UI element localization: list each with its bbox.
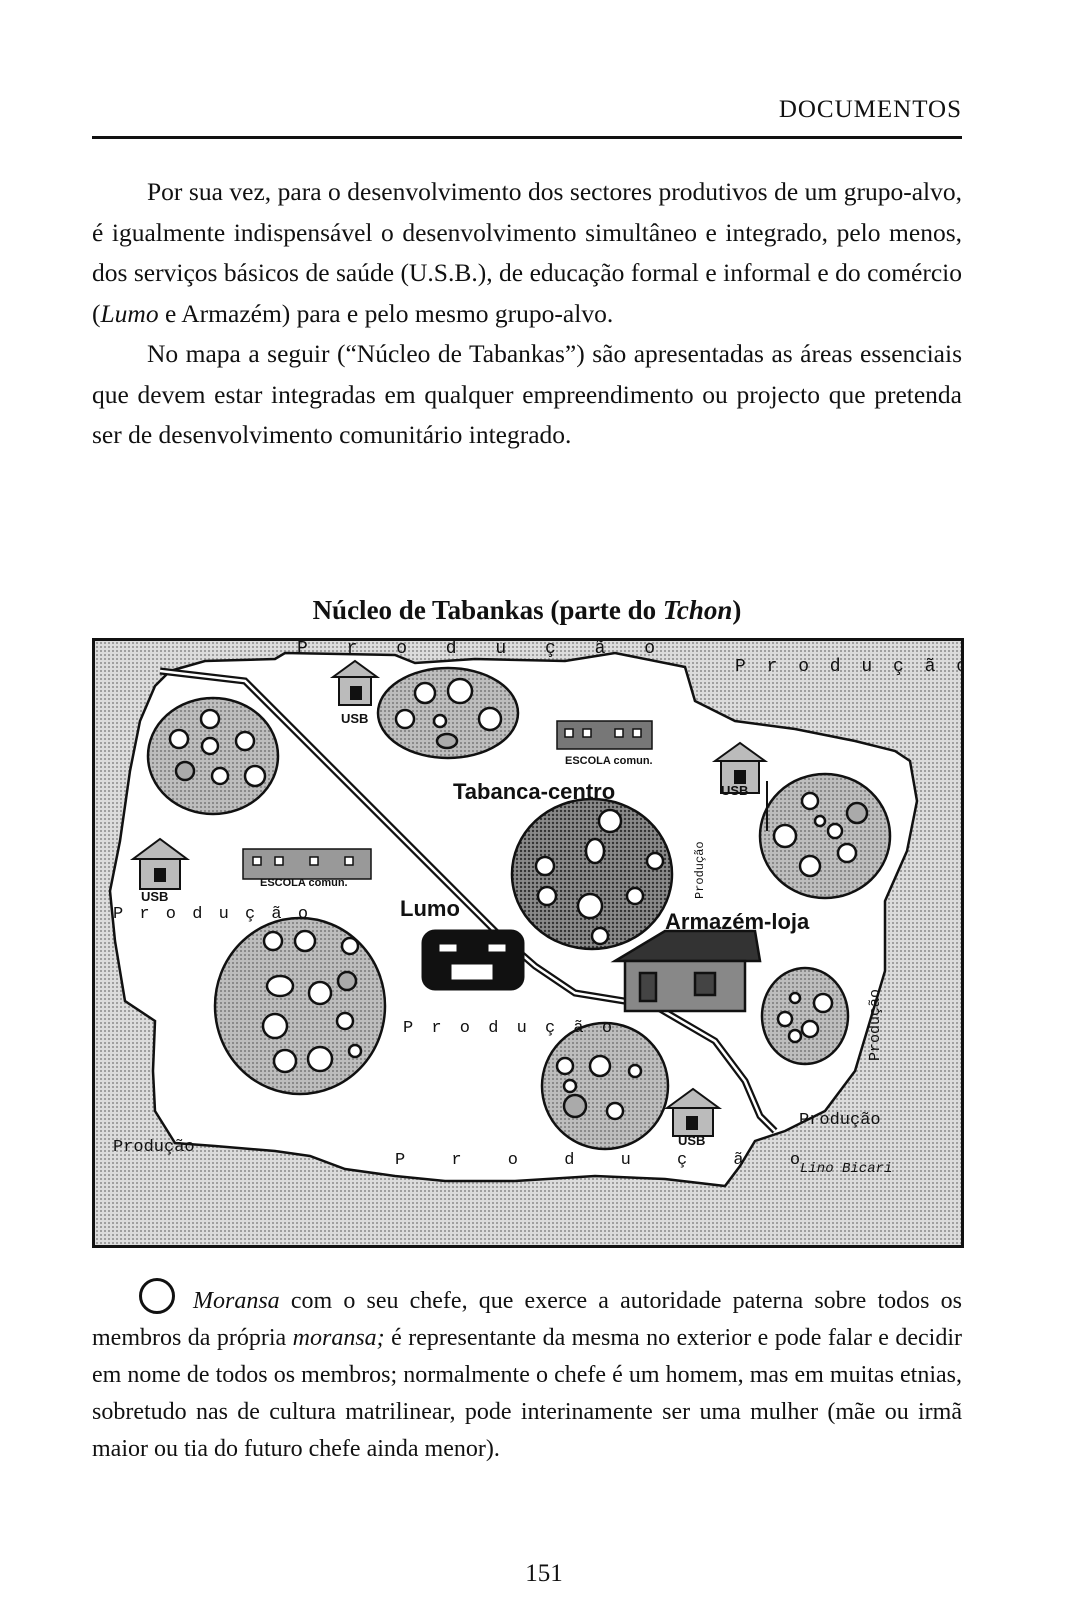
label-armazem: Armazém-loja	[665, 909, 810, 934]
label-producao-left: P r o d u ç ã o	[113, 905, 312, 924]
label-usb-4: USB	[678, 1133, 706, 1148]
label-escola-2: ESCOLA comun.	[260, 877, 348, 889]
moransa-cluster-right	[758, 772, 892, 900]
body-text: Por sua vez, para o desenvolvimento dos …	[92, 172, 962, 456]
running-header: DOCUMENTOS	[92, 88, 962, 139]
label-producao-right-vertical: Produção	[867, 988, 884, 1061]
armazem-building	[610, 929, 762, 1013]
label-producao-bottom: P r o d u ç ã o	[395, 1151, 819, 1170]
map-figure: P r o d u ç ã o P r o d u ç ã o P r o d …	[92, 638, 964, 1248]
label-usb-3: USB	[721, 783, 749, 798]
lumo-market	[421, 929, 525, 991]
label-producao-bottom-left: Produção	[113, 1138, 195, 1157]
moransa-cluster-2	[376, 666, 520, 760]
usb-house-2	[129, 837, 191, 890]
map-drawing	[108, 651, 919, 1188]
usb-house-1	[329, 659, 381, 706]
moransa-cluster-left-large	[213, 916, 387, 1096]
moransa-cluster-small-right	[760, 966, 850, 1066]
legend-text: Moransa com o seu chefe, que exerce a au…	[92, 1278, 962, 1468]
label-producao-top: P r o d u ç ã o	[297, 639, 670, 659]
label-producao-inner-vertical: Produção	[693, 841, 707, 899]
moransa-cluster-1	[146, 696, 280, 816]
usb-house-3	[711, 741, 769, 794]
escola-building-2	[242, 848, 372, 880]
label-usb-2: USB	[141, 889, 169, 904]
term-moransa: Moransa	[193, 1288, 280, 1314]
moransa-circle-icon	[139, 1278, 175, 1314]
figure-title: Núcleo de Tabankas (parte do Tchon)	[312, 595, 742, 625]
moransa-cluster-bottom	[540, 1021, 670, 1151]
escola-building-1	[556, 720, 653, 750]
paragraph-2: No mapa a seguir (“Núcleo de Tabankas”) …	[92, 339, 962, 449]
label-producao-center: P r o d u ç ã o	[403, 1019, 617, 1038]
header-title: DOCUMENTOS	[778, 96, 962, 123]
signature: Lino Bicari	[800, 1161, 893, 1177]
label-lumo: Lumo	[400, 896, 460, 921]
term-lumo: Lumo	[100, 298, 159, 328]
label-usb-1: USB	[341, 711, 369, 726]
label-producao-top-right: P r o d u ç ã o	[735, 657, 964, 677]
page-number: 151	[525, 1560, 563, 1587]
usb-house-4	[663, 1087, 723, 1137]
paragraph-1: Por sua vez, para o desenvolvimento dos …	[92, 177, 962, 328]
label-producao-bottom-right: Produção	[799, 1111, 881, 1130]
label-escola-1: ESCOLA comun.	[565, 755, 653, 767]
label-tabanca-centro: Tabanca-centro	[453, 779, 616, 804]
moransa-cluster-center	[510, 797, 674, 951]
